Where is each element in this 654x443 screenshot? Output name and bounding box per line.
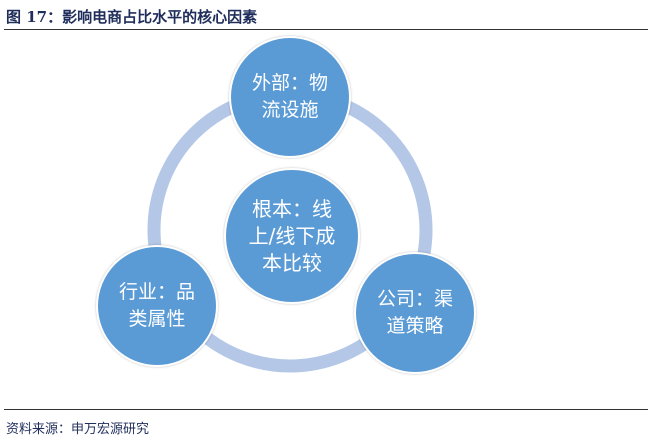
figure-title: 图 17：影响电商占比水平的核心因素 bbox=[6, 8, 258, 26]
title-divider bbox=[4, 29, 648, 30]
left-node: 行业：品类属性 bbox=[96, 245, 218, 367]
right-node: 公司：渠道策略 bbox=[354, 252, 476, 374]
source-note: 资料来源：申万宏源研究 bbox=[6, 422, 150, 437]
top-node: 外部：物流设施 bbox=[229, 36, 351, 158]
footer-divider bbox=[4, 409, 648, 410]
center-node: 根本：线上/线下成本比较 bbox=[224, 168, 360, 304]
